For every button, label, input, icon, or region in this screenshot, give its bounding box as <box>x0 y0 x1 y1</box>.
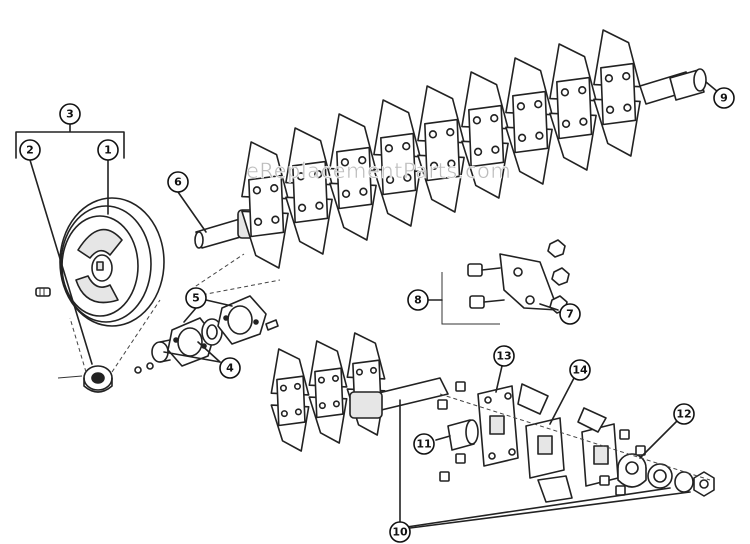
callout-6[interactable]: 6 <box>167 171 189 193</box>
svg-text:11: 11 <box>416 438 431 451</box>
hub-part-2[interactable] <box>57 362 154 393</box>
tine-blade <box>549 43 597 171</box>
callout-5[interactable]: 5 <box>185 287 207 309</box>
tine-blade-lower <box>346 332 386 436</box>
tine-blade-lower <box>308 340 348 444</box>
leader-2 <box>29 159 93 365</box>
callout-11[interactable]: 11 <box>413 433 435 455</box>
leader-10c <box>409 491 691 529</box>
leader-14 <box>549 377 575 425</box>
leader-7 <box>539 303 559 311</box>
hub-plate-3[interactable] <box>577 407 619 487</box>
tine-blade <box>593 29 641 157</box>
callout-4[interactable]: 4 <box>219 357 241 379</box>
svg-text:13: 13 <box>496 350 511 363</box>
callout-12[interactable]: 12 <box>673 403 695 425</box>
nut-lower[interactable] <box>674 471 715 497</box>
plate-part-7[interactable] <box>499 253 559 311</box>
hub-plate-part-13[interactable] <box>477 385 519 467</box>
bearing-part-12[interactable] <box>617 453 647 488</box>
callout-14[interactable]: 14 <box>569 359 591 381</box>
spacer-part-11[interactable] <box>447 419 479 451</box>
callout-10[interactable]: 10 <box>389 521 411 543</box>
tine-blade <box>505 57 553 185</box>
leader-6 <box>177 191 207 233</box>
callout-3[interactable]: 3 <box>59 103 81 125</box>
tine-reel[interactable] <box>241 29 641 269</box>
svg-text:14: 14 <box>572 364 588 377</box>
bearing-flange-2[interactable] <box>217 295 267 345</box>
leader-9 <box>705 81 719 93</box>
leader-13 <box>495 365 503 393</box>
bolts-part-8[interactable] <box>441 263 505 325</box>
bolt[interactable] <box>265 319 279 331</box>
setscrew[interactable] <box>35 287 51 297</box>
tine-blade <box>285 127 333 255</box>
svg-text:5: 5 <box>192 292 200 305</box>
tine-blade-lower <box>270 348 310 452</box>
leader-11 <box>435 435 451 441</box>
leader-4a <box>197 341 221 363</box>
svg-text:9: 9 <box>720 92 728 105</box>
washer[interactable] <box>647 463 673 489</box>
tine-blade <box>373 99 421 227</box>
watermark: eReplacementParts.com <box>246 159 511 183</box>
leader-5b <box>205 299 233 307</box>
callout-8[interactable]: 8 <box>407 289 429 311</box>
svg-text:12: 12 <box>676 408 691 421</box>
svg-text:6: 6 <box>174 176 182 189</box>
tine-blade <box>241 141 289 269</box>
tine-blade <box>461 71 509 199</box>
collar[interactable] <box>151 339 171 363</box>
svg-text:3: 3 <box>66 108 74 121</box>
tine-blade <box>417 85 465 213</box>
tine-blade <box>329 113 377 241</box>
leader-12 <box>639 419 679 459</box>
svg-text:1: 1 <box>104 144 112 157</box>
callout-2[interactable]: 2 <box>19 139 41 161</box>
hub-plate-part-14[interactable] <box>517 383 573 503</box>
leader-5a <box>183 307 197 323</box>
leader-10b <box>399 487 671 529</box>
leader-4b <box>163 351 221 363</box>
pulley-part-1[interactable] <box>59 197 165 327</box>
svg-text:10: 10 <box>392 526 408 539</box>
lower-shaft[interactable] <box>349 377 449 419</box>
callout-1[interactable]: 1 <box>97 139 119 161</box>
callout-9[interactable]: 9 <box>713 87 735 109</box>
svg-text:2: 2 <box>26 144 34 157</box>
svg-text:4: 4 <box>226 362 234 375</box>
svg-text:8: 8 <box>414 294 422 307</box>
callout-7[interactable]: 7 <box>559 303 581 325</box>
bushing-part-9[interactable] <box>669 68 707 101</box>
callout-13[interactable]: 13 <box>493 345 515 367</box>
svg-text:7: 7 <box>566 308 574 321</box>
nuts[interactable] <box>547 239 570 314</box>
